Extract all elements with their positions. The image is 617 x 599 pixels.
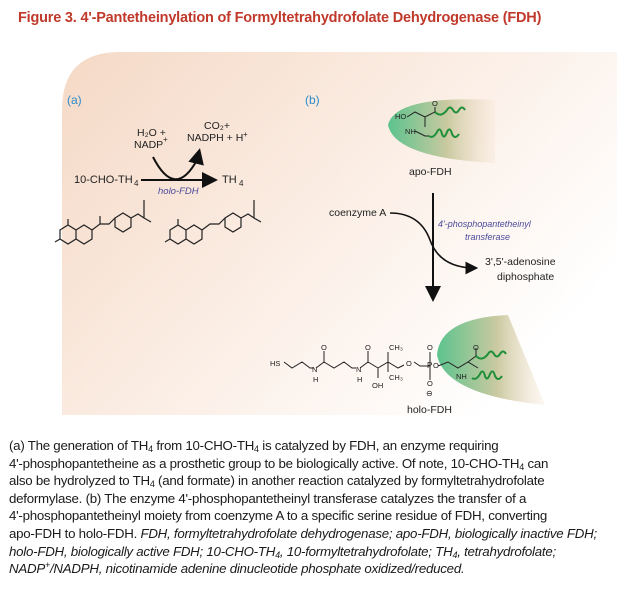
figure-caption: (a) The generation of TH4 from 10-CHO-TH…: [9, 437, 609, 578]
coenzyme-curve-arrow: [389, 212, 479, 275]
product-subscript: 4: [239, 179, 244, 188]
chain-atom-o3: O: [406, 359, 412, 368]
holo-atom-nh: NH: [456, 372, 467, 381]
substrate-subscript: 4: [134, 179, 139, 188]
apo-fdh-label: apo-FDH: [409, 166, 452, 178]
proton-charge: +: [243, 130, 248, 139]
panel-b-label: (b): [305, 93, 320, 107]
caption-text: holo-FDH, biologically active FDH; 10-CH…: [9, 543, 276, 559]
caption-line: (a) The generation of TH4 from 10-CHO-TH…: [9, 437, 609, 455]
figure-title: Figure 3. 4'-Pantetheinylation of Formyl…: [18, 10, 542, 26]
caption-text: 4: [452, 549, 458, 560]
panel-a-label: (a): [67, 93, 82, 107]
caption-line: deformylase. (b) The enzyme 4'-phosphopa…: [9, 490, 609, 508]
caption-line: 4'-phosphopantetheine as a prosthetic gr…: [9, 455, 609, 473]
structure-th4: [164, 200, 262, 245]
cofactor-curve-arrow: [152, 148, 204, 181]
chain-atom-h2: H: [357, 375, 362, 384]
caption-text: NADP: [9, 561, 45, 577]
caption-text: apo-FDH to holo-FDH.: [9, 525, 141, 541]
coproduct-nadph: NADPH + H: [187, 132, 243, 144]
caption-text: /NADPH, nicotinamide adenine dinucleotid…: [49, 561, 465, 577]
byproduct-line2: diphosphate: [497, 271, 554, 283]
caption-line: 4'-phosphopantetheinyl moiety from coenz…: [9, 507, 609, 525]
caption-text: 4: [254, 444, 259, 454]
caption-text: can: [524, 455, 549, 471]
chain-atom-o6: O: [427, 379, 433, 388]
caption-text: 4: [149, 479, 155, 490]
caption-text: +: [44, 560, 50, 571]
holo-fdh-protein-shape: [437, 315, 545, 405]
caption-text: 4: [275, 549, 280, 560]
structure-10-cho-th4: [54, 200, 152, 245]
holo-atom-o: O: [473, 343, 479, 352]
chain-atom-h1: H: [313, 375, 318, 384]
chain-atom-p: P: [427, 361, 432, 370]
chain-atom-ch3-bottom: CH₃: [389, 373, 403, 382]
chain-atom-n1: N: [312, 365, 317, 374]
caption-line: NADP+/NADPH, nicotinamide adenine dinucl…: [9, 560, 609, 578]
caption-text: also be hydrolyzed to TH: [9, 473, 150, 489]
caption-text: 4: [519, 461, 525, 472]
caption-line: holo-FDH, biologically active FDH; 10-CH…: [9, 543, 609, 561]
panel-background: [62, 52, 617, 415]
coenzyme-a-label: coenzyme A: [329, 207, 386, 219]
caption-text: (a) The generation of TH: [9, 438, 149, 453]
caption-text: deformylase. (b) The enzyme 4'-phosphopa…: [9, 490, 527, 506]
chain-atom-o1: O: [321, 343, 327, 352]
cosubstrate-water: H₂O +: [137, 127, 166, 139]
cosubstrate-nadp: NADP: [134, 139, 163, 151]
apo-atom-ho: HO: [395, 112, 406, 121]
chain-atom-o4: O: [427, 343, 433, 352]
coproduct-co2: CO₂+: [204, 120, 230, 132]
phosphate-charge: ⊖: [426, 389, 433, 398]
caption-text: (and formate) in another reaction cataly…: [154, 473, 545, 489]
substrate-10-cho-th4: 10-CHO-TH: [74, 174, 133, 186]
caption-text: from 10-CHO-TH: [152, 438, 255, 453]
caption-text: , tetrahydrofolate;: [457, 543, 556, 559]
chain-atom-hs: HS: [270, 359, 280, 368]
figure-diagram: (a) H₂O + NADP + CO₂+ NADPH + H + 10-CHO…: [54, 52, 617, 416]
caption-text: 4: [148, 444, 153, 454]
chain-atom-o2: O: [365, 343, 371, 352]
nadp-charge: +: [163, 135, 168, 144]
caption-text: is catalyzed by FDH, an enzyme requiring: [258, 438, 499, 453]
chain-atom-o5: O: [433, 361, 439, 370]
holo-fdh-label: holo-FDH: [407, 404, 452, 416]
chain-atom-oh: OH: [372, 381, 383, 390]
phosphopantetheine-chain: [283, 348, 507, 380]
caption-text: FDH, formyltetrahydrofolate dehydrogenas…: [140, 525, 597, 541]
caption-text: 4'-phosphopantetheinyl moiety from coenz…: [9, 508, 548, 524]
product-th4: TH: [222, 174, 237, 186]
apo-atom-nh: NH: [405, 127, 416, 136]
chain-atom-n2: N: [356, 365, 361, 374]
byproduct-line1: 3',5'-adenosine: [485, 256, 556, 268]
caption-line: also be hydrolyzed to TH4 (and formate) …: [9, 472, 609, 490]
enzyme-pptase-line1: 4'-phosphopantetheinyl: [438, 219, 532, 229]
apo-atom-o: O: [432, 99, 438, 108]
apo-serine-structure: [406, 106, 466, 138]
caption-line: apo-FDH to holo-FDH. FDH, formyltetrahyd…: [9, 525, 609, 543]
enzyme-holo-fdh: holo-FDH: [158, 186, 199, 197]
chain-atom-ch3-top: CH₃: [389, 343, 403, 352]
caption-text: 4'-phosphopantetheine as a prosthetic gr…: [9, 455, 520, 471]
enzyme-pptase-line2: transferase: [465, 232, 510, 242]
caption-text: , 10-formyltetrahydrofolate; TH: [279, 543, 453, 559]
